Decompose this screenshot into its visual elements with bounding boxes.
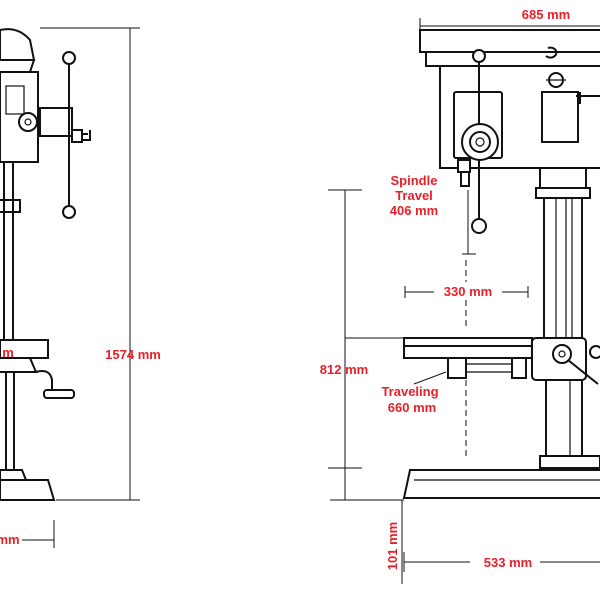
- lock-knob-base: [71, 129, 83, 143]
- table-width-label: 330 mm: [444, 284, 492, 299]
- head-top-dome: [0, 28, 36, 61]
- column-collar: [0, 199, 21, 213]
- table-crank-handle: [43, 389, 75, 399]
- table-lock-knob: [589, 345, 600, 359]
- traveling-leader: [413, 371, 447, 385]
- spindle-tip: [460, 171, 470, 187]
- spindle-chuck: [457, 159, 471, 173]
- bracket-hub-center: [558, 350, 566, 358]
- table-support: [466, 363, 512, 373]
- speed-housing: [541, 91, 579, 143]
- feed-knob-upper: [472, 49, 486, 63]
- feed-hub: [18, 112, 38, 132]
- table-top: [403, 337, 533, 359]
- front-view-drill-press: [328, 18, 600, 584]
- switch-lever: [576, 92, 600, 104]
- table-crank-arm: [35, 370, 53, 398]
- head-band: [0, 59, 36, 73]
- head-cap-band: [425, 51, 600, 67]
- base-height-label: 101 mm: [385, 522, 400, 570]
- lock-lever: [82, 130, 91, 141]
- table-crank: [567, 359, 599, 385]
- dimension-labels: 685 mm Spindle Travel 406 mm 1574 mm 330…: [0, 7, 570, 570]
- feed-knob-lower: [471, 218, 487, 234]
- overall-height-label: 1574 mm: [105, 347, 161, 362]
- base-plate: [402, 469, 600, 499]
- table-leg-right: [511, 357, 527, 379]
- feed-hub-center: [475, 137, 485, 147]
- left-table-partial-label: m: [2, 345, 14, 360]
- left-base-partial-label: mm: [0, 532, 20, 547]
- table-width-label-bg: [434, 282, 502, 300]
- traveling-label-line1: Traveling: [381, 384, 438, 399]
- column-collar: [539, 167, 587, 189]
- feed-handle-knob-bottom: [62, 205, 76, 219]
- feed-hub-ring: [469, 131, 491, 153]
- table-bracket: [0, 357, 38, 373]
- column-ring: [535, 187, 591, 199]
- table-height-label: 812 mm: [320, 362, 368, 377]
- feed-housing: [39, 107, 73, 137]
- bracket-hub: [552, 344, 572, 364]
- feed-hub-center: [24, 118, 32, 126]
- side-view-drill-press: [0, 27, 140, 548]
- base-width-label: 533 mm: [484, 555, 532, 570]
- traveling-value: 660 mm: [388, 400, 436, 415]
- spindle-label-line1: Spindle: [391, 173, 438, 188]
- base-collar: [539, 455, 600, 469]
- top-width-label: 685 mm: [522, 7, 570, 22]
- belt-cover-knob: [545, 46, 558, 59]
- table-leg-left: [447, 357, 467, 379]
- head-cap: [419, 29, 600, 53]
- spindle-travel-value: 406 mm: [390, 203, 438, 218]
- base-collar: [0, 469, 28, 481]
- base-plate: [0, 479, 56, 501]
- spindle-label-line2: Travel: [395, 188, 433, 203]
- feed-handle-knob-top: [62, 51, 76, 65]
- head-panel: [5, 85, 25, 115]
